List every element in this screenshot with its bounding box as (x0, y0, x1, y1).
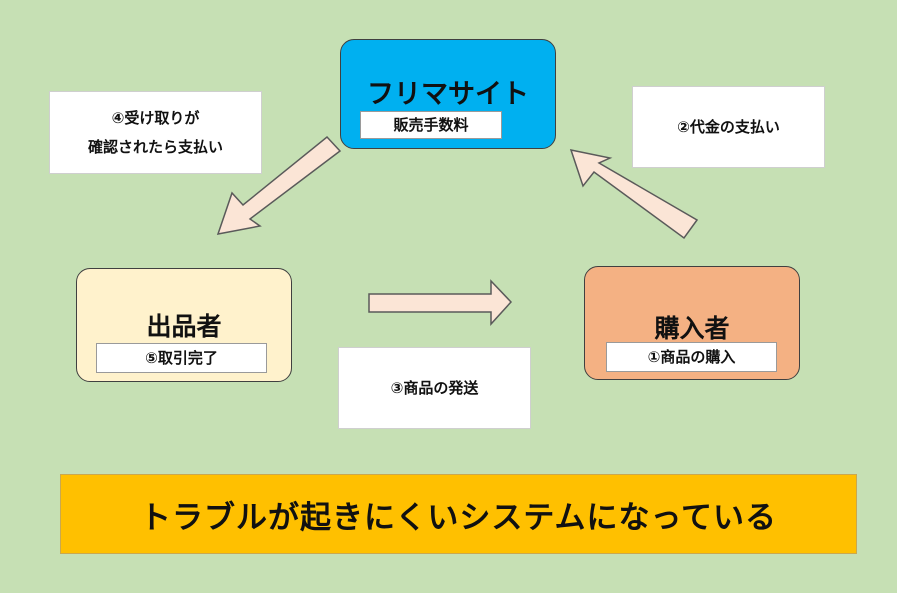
note-step3: ③商品の発送 (338, 347, 531, 429)
arrow-buyer-to-site-shape (569, 149, 699, 240)
buyer-sub-label: ①商品の購入 (606, 342, 777, 372)
site-sub-label: 販売手数料 (360, 111, 502, 139)
arrow-site-to-seller-shape (216, 135, 342, 235)
arrow-seller-to-buyer-shape (368, 279, 513, 326)
note-step4-line1: ④受け取りが (111, 108, 200, 127)
note-step2-text: ②代金の支払い (677, 117, 780, 136)
summary-banner-text: トラブルが起きにくいシステムになっている (140, 499, 777, 536)
note-step4: ④受け取りが 確認されたら支払い (49, 91, 262, 174)
buyer-node: 購入者 ①商品の購入 (584, 266, 800, 380)
note-step4-line2: 確認されたら支払い (87, 137, 223, 156)
site-node: フリマサイト 販売手数料 (340, 39, 556, 149)
note-step3-text: ③商品の発送 (390, 378, 479, 397)
buyer-title: 購入者 (654, 314, 730, 343)
seller-sub-label: ⑤取引完了 (96, 343, 267, 373)
summary-banner: トラブルが起きにくいシステムになっている (60, 474, 857, 554)
site-title: フリマサイト (367, 79, 529, 110)
seller-title: 出品者 (146, 312, 222, 341)
seller-node: 出品者 ⑤取引完了 (76, 268, 292, 382)
note-step2: ②代金の支払い (632, 86, 825, 168)
